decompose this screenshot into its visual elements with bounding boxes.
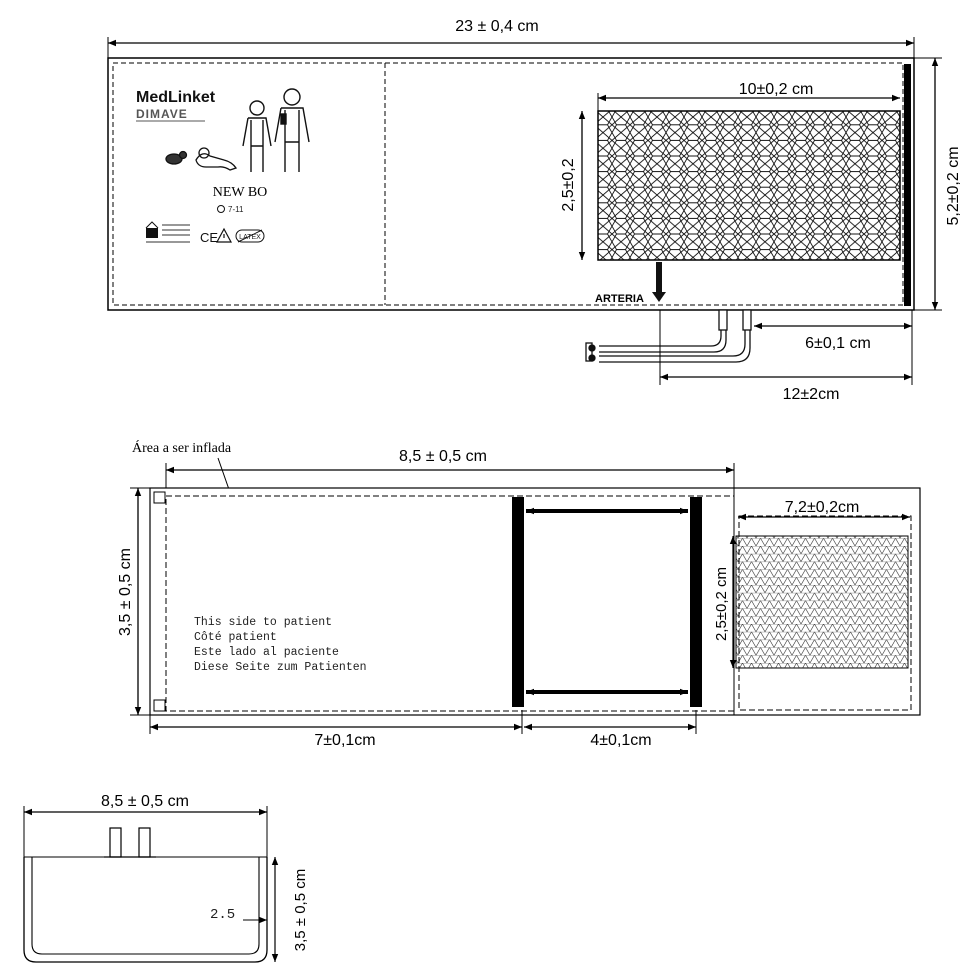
bladder-mesh (597, 110, 901, 261)
patient-line-4: Diese Seite zum Patienten (194, 661, 367, 674)
artery-arrow-icon (652, 262, 666, 302)
middle-view: Área a ser inflada 8,5 ± 0,5 cm 3,5 ± 0,… (117, 439, 921, 749)
tube-length-label: 12±2cm (783, 386, 840, 403)
model-name: NEW BO (213, 185, 268, 200)
bladder-height-label: 2,5±0,2 (560, 158, 577, 211)
hook-width-label: 7,2±0,2cm (785, 499, 860, 516)
artery-label: ARTERIA (595, 293, 644, 305)
latex-free-icon: LATEX (235, 229, 265, 243)
hook-mesh (735, 535, 909, 669)
right-rail (690, 497, 702, 707)
patient-line-1: This side to patient (194, 616, 332, 629)
total-length-label: 23 ± 0,4 cm (455, 18, 538, 35)
cuff-end-bar (904, 64, 911, 306)
bottom-height-label: 3,5 ± 0,5 cm (292, 869, 309, 951)
product-label-panel: MedLinket DIMAVE NEW BO 7-11 (136, 88, 310, 245)
inflate-area-label: Área a ser inflada (132, 439, 232, 456)
middle-height-label: 3,5 ± 0,5 cm (117, 548, 134, 636)
bottom-width-label: 8,5 ± 0,5 cm (101, 793, 189, 810)
connector-icon (104, 827, 156, 858)
tubing (585, 309, 752, 363)
top-view: 23 ± 0,4 cm 5,2±0,2 cm MedLinket DIMAVE (107, 18, 962, 403)
adult-figure-icon (274, 88, 310, 172)
svg-text:LATEX: LATEX (239, 234, 261, 241)
neonate-icon (165, 147, 238, 171)
bladder-width-label: 10±0,2 cm (739, 81, 814, 98)
middle-width-label: 8,5 ± 0,5 cm (399, 448, 487, 465)
size-symbol-icon (217, 205, 225, 213)
cuff-seam (112, 62, 904, 306)
pouch-outer (23, 857, 268, 963)
total-height-label: 5,2±0,2 cm (945, 146, 962, 225)
left-segment-label: 7±0,1cm (314, 732, 375, 749)
ce-mark: CE (200, 230, 218, 245)
tube-offset-label: 6±0,1 cm (805, 335, 871, 352)
left-rail (512, 497, 524, 707)
manufacturer-icon (145, 221, 159, 238)
brand-logo: MedLinket (136, 89, 216, 106)
patient-line-3: Este lado al paciente (194, 646, 339, 659)
pouch-inner (31, 857, 260, 955)
hook-height-label: 2,5±0,2 cm (713, 567, 730, 641)
brand-sub-logo: DIMAVE (136, 107, 188, 121)
warning-icon (215, 227, 233, 243)
child-figure-icon (242, 100, 272, 172)
inner-dimension-label: 2.5 (210, 907, 235, 923)
bottom-view: 8,5 ± 0,5 cm 2.5 3,5 ± 0,5 cm (23, 793, 309, 963)
mid-segment-label: 4±0,1cm (590, 732, 651, 749)
size-range: 7-11 (228, 205, 244, 214)
patient-line-2: Côté patient (194, 631, 277, 644)
